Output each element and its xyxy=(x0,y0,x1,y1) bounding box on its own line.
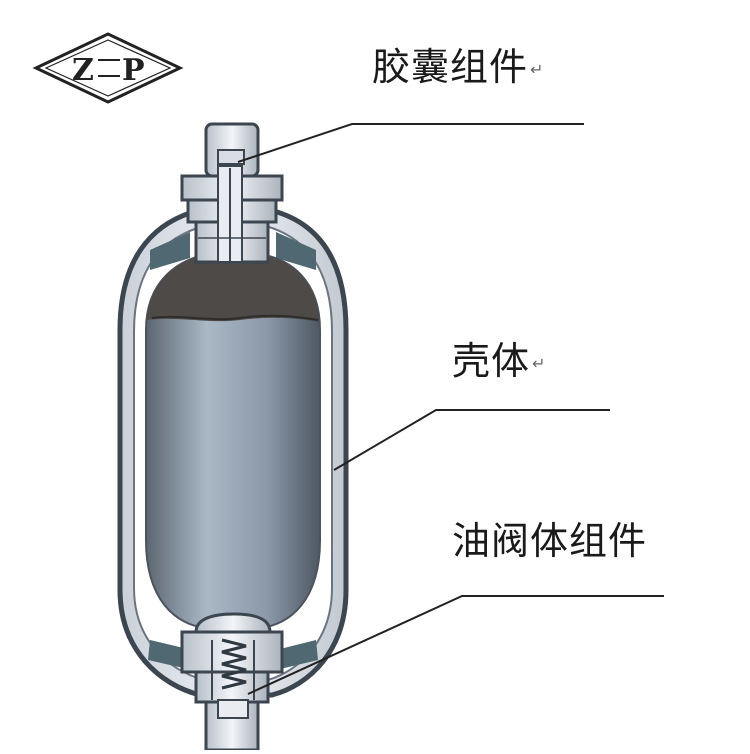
logo-letter-z: Z xyxy=(72,53,94,88)
logo-letter-p: P xyxy=(122,53,145,88)
company-logo: Z P xyxy=(36,34,180,102)
bladder xyxy=(146,254,320,628)
label-bladder-assembly: 胶囊组件↵ xyxy=(372,36,544,91)
return-mark-icon: ↵ xyxy=(532,354,546,373)
diamond-logo-icon xyxy=(36,34,180,102)
leader-line-shell xyxy=(334,410,610,470)
leader-line-bladder xyxy=(238,124,584,162)
gas-valve-top xyxy=(182,124,282,262)
return-mark-icon: ↵ xyxy=(530,60,544,79)
label-shell: 壳体↵ xyxy=(452,330,546,385)
label-oil-valve-assembly: 油阀体组件 xyxy=(452,510,647,565)
oil-valve-bottom xyxy=(182,614,282,750)
